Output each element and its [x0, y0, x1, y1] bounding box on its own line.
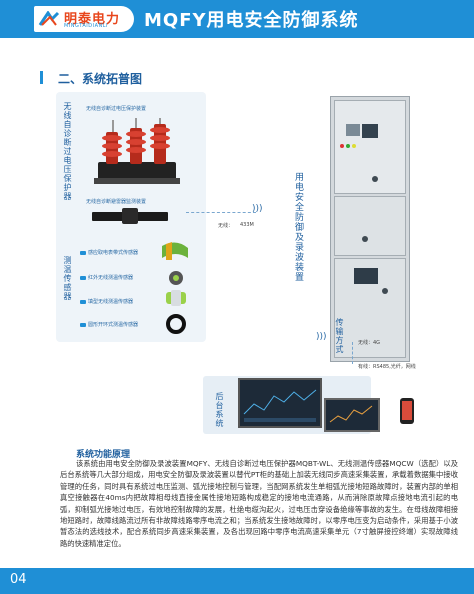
bullet-icon	[80, 251, 86, 255]
footer-bar	[0, 568, 474, 594]
page-number: 04	[10, 572, 27, 587]
monitor-chart-icon	[243, 389, 317, 422]
section-marker	[40, 71, 43, 84]
bullet-icon	[80, 276, 86, 280]
cabinet-label: 用电安全防御及录波装置	[293, 172, 303, 282]
wireless-signal-icon: )))	[316, 332, 327, 342]
cabinet-handle	[362, 236, 368, 242]
phone-screen	[402, 401, 412, 420]
transmission-title: 传输方式	[335, 318, 344, 354]
transmission-4g: 无线：4G	[358, 340, 381, 346]
cabinet-display	[362, 124, 378, 138]
logo-text-en: MINGTAIDIANLI	[64, 23, 109, 29]
indicator-light	[340, 144, 344, 148]
cabinet-middle-door	[334, 196, 406, 256]
sensor-label-4: 圆形开环式测温传感器	[88, 322, 139, 328]
cabinet-upper-door	[334, 100, 406, 194]
wireless-signal-icon: )))	[252, 204, 263, 214]
laptop-chart-icon	[329, 405, 373, 423]
cabinet-handle	[382, 288, 388, 294]
logo-text-cn: 明泰电力	[64, 12, 121, 27]
function-paragraph: 该系统由用电安全防御及录波装置MQFY、无线自诊断过电压保护器MQBT-WL、无…	[60, 459, 458, 548]
sensor-images	[162, 242, 188, 334]
overvoltage-protector-image	[94, 118, 180, 184]
group1-bottom-label: 无线自诊断避雷器监测装置	[86, 199, 147, 205]
section-title: 二、系统拓普图	[58, 72, 143, 86]
wireless-label: 无线：	[218, 223, 234, 229]
logo-mark-icon	[38, 11, 60, 26]
sensor-label-3: 填型无线测温传感器	[88, 299, 134, 305]
cabinet-handle	[372, 176, 378, 182]
function-title: 系统功能原理	[76, 450, 131, 460]
company-logo: 明泰电力 MINGTAIDIANLI	[34, 6, 134, 32]
group1-top-label: 无线自诊断过电压保护装置	[86, 106, 147, 112]
arrester-monitor-image	[92, 208, 168, 224]
link-line-2	[352, 342, 357, 364]
group2-title: 测温传感器	[63, 256, 72, 301]
page-title: MQFY用电安全防御系统	[144, 10, 359, 31]
indicator-light	[352, 144, 356, 148]
platform-label: 后台系统	[215, 392, 224, 428]
wireless-frequency: 433M	[240, 222, 254, 228]
monitor-image	[238, 378, 322, 428]
sensor-label-1: 感应取电表带式传感器	[88, 250, 139, 256]
transmission-wired: 有线：RS485,光纤，网线	[358, 364, 416, 370]
bullet-icon	[80, 300, 86, 304]
bullet-icon	[80, 323, 86, 327]
cabinet-lower-display	[354, 268, 378, 284]
indicator-light	[346, 144, 350, 148]
sensor-label-2: 红外无线测温传感器	[88, 275, 134, 281]
laptop-image	[324, 398, 380, 432]
cabinet-meter	[346, 124, 360, 136]
group1-title: 无线自诊断过电压保护器	[63, 102, 72, 201]
link-line-1	[186, 212, 256, 213]
